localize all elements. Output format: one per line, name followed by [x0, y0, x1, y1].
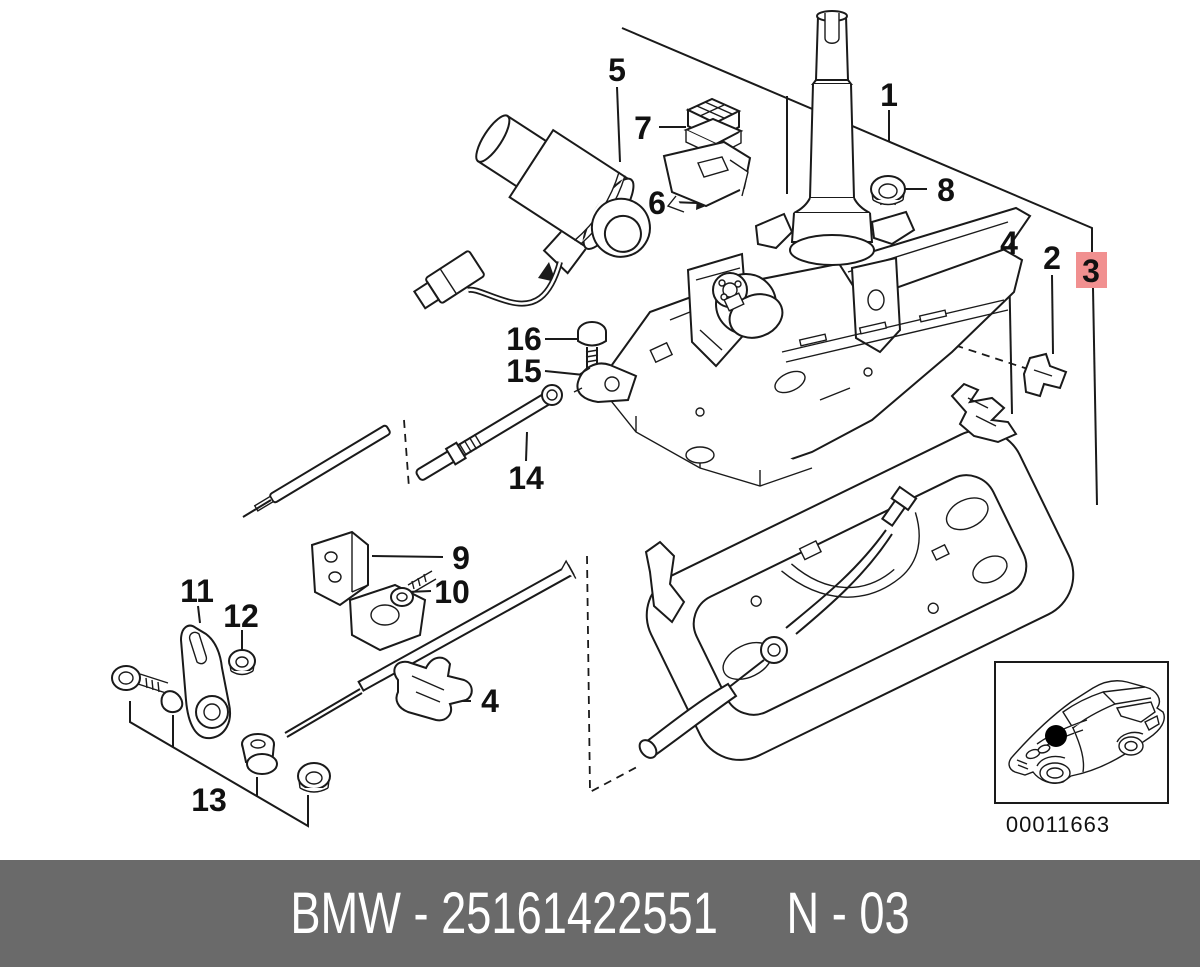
car-location-inset: 00011663 [994, 661, 1169, 837]
part-label-9: 9 [452, 540, 470, 576]
part-label-1: 1 [880, 77, 898, 113]
part-label-15: 15 [506, 353, 542, 389]
washer-13 [160, 690, 184, 714]
bushing-13 [241, 733, 278, 775]
part-label-2: 2 [1043, 240, 1061, 276]
part-label-12: 12 [223, 598, 259, 634]
car-thumbnail [1008, 680, 1165, 784]
base-tray [638, 429, 1075, 761]
part-label-16: 16 [506, 321, 542, 357]
part-label-6: 6 [648, 185, 666, 221]
part-label-13: 13 [191, 782, 227, 818]
cable-clamp-15 [573, 362, 638, 404]
part-labels: 5 7 6 1 8 4 2 3 16 15 14 9 10 11 12 4 13 [180, 52, 1107, 818]
part-label-4-upper: 4 [1000, 225, 1018, 261]
bolt-10 [390, 570, 437, 607]
banner-code: N - 03 [786, 881, 910, 946]
bolt-16 [577, 321, 607, 369]
part-3-highlight [1076, 252, 1107, 288]
part-label-11: 11 [180, 573, 214, 609]
connector-bracket [662, 140, 752, 213]
hex-nut-12 [228, 649, 256, 676]
parts-diagram: 5 7 6 1 8 4 2 3 16 15 14 9 10 11 12 4 13 [111, 10, 1169, 837]
shiftlock-solenoid [412, 114, 651, 310]
cable-holder-clip-lower [393, 656, 473, 722]
spring-clip-part-4 [950, 382, 1018, 444]
shift-interlock-group [111, 530, 577, 793]
part-label-7: 7 [634, 110, 652, 146]
part-number-banner: BMW - 25161422551 N - 03 [0, 860, 1200, 967]
assembly-arrow [538, 262, 556, 282]
leader-lines [129, 27, 1098, 828]
part-label-3-highlighted: 3 [1082, 253, 1100, 289]
part-label-14: 14 [508, 460, 544, 496]
part-label-4-lower: 4 [481, 683, 499, 719]
part-label-5: 5 [608, 52, 626, 88]
part-label-8: 8 [937, 172, 955, 208]
selector-cable-14 [242, 384, 563, 518]
clamp-part-2 [1022, 352, 1068, 398]
bolt-13 [111, 665, 169, 694]
part-location-marker [1045, 725, 1067, 747]
shift-mechanism-housing [602, 206, 1032, 487]
inset-image-number: 00011663 [1006, 812, 1110, 837]
flange-nut-13 [297, 762, 331, 793]
tray-cable [638, 485, 918, 759]
hex-nut-8 [870, 175, 906, 206]
part-label-10: 10 [434, 574, 470, 610]
solenoid-connector [412, 250, 485, 310]
banner-part-number: BMW - 25161422551 [290, 881, 718, 946]
